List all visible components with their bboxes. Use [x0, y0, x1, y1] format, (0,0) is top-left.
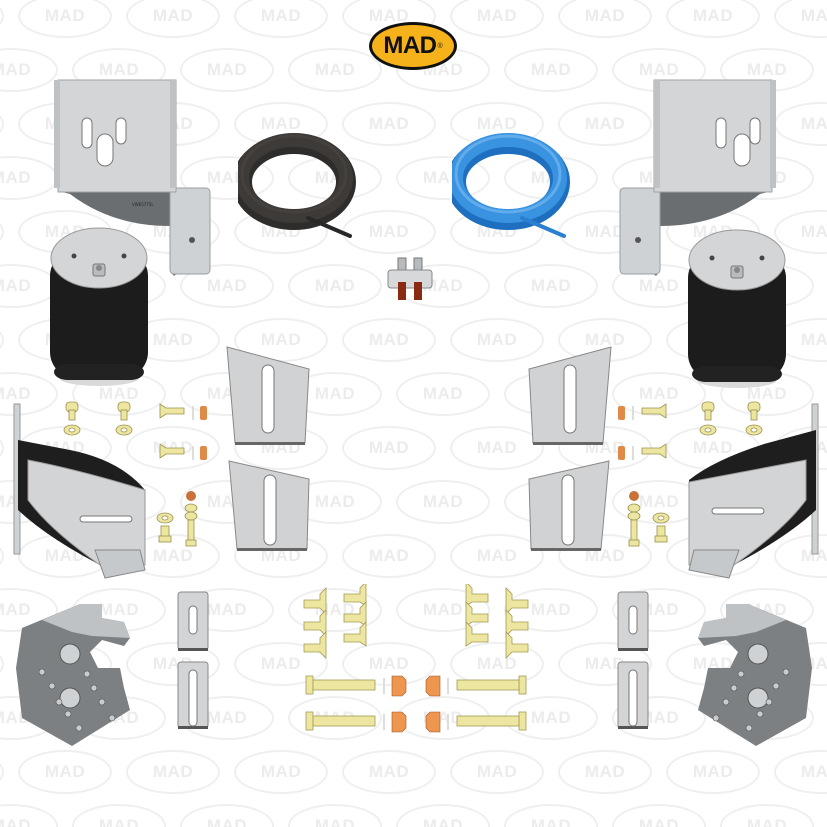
watermark-mad: MAD	[234, 750, 328, 794]
watermark-mad: MAD	[450, 318, 544, 362]
watermark-mad: MAD	[558, 642, 652, 686]
watermark-mad: MAD	[666, 750, 760, 794]
watermark-mad: MAD	[504, 48, 598, 92]
upper-bracket-left: VWE5775L	[52, 76, 212, 276]
watermark-mad: MAD	[612, 588, 706, 632]
watermark-mad: MAD	[396, 588, 490, 632]
watermark-mad: MAD	[0, 534, 4, 578]
watermark-mad: MAD	[342, 426, 436, 470]
watermark-mad: MAD	[18, 750, 112, 794]
base-plate-left	[12, 598, 132, 748]
air-spring-left	[44, 224, 154, 390]
watermark-mad: MAD	[396, 804, 490, 827]
lower-bracket-right	[684, 400, 824, 585]
watermark-mad: MAD	[234, 0, 328, 38]
watermark-mad: MAD	[126, 750, 220, 794]
watermark-mad: MAD	[72, 804, 166, 827]
spacer-plates-left	[225, 345, 315, 555]
watermark-mad: MAD	[504, 804, 598, 827]
watermark-mad: MAD	[396, 480, 490, 524]
watermark-mad: MAD	[450, 0, 544, 38]
watermark-mad: MAD	[18, 0, 112, 38]
watermark-mad: MAD	[342, 642, 436, 686]
watermark-mad: MAD	[612, 372, 706, 416]
watermark-mad: MAD	[774, 102, 827, 146]
watermark-mad: MAD	[612, 804, 706, 827]
hose-coil-blue	[452, 122, 572, 242]
watermark-mad: MAD	[450, 750, 544, 794]
watermark-mad: MAD	[288, 48, 382, 92]
watermark-mad: MAD	[0, 426, 4, 470]
watermark-mad: MAD	[0, 156, 58, 200]
watermark-mad: MAD	[558, 750, 652, 794]
watermark-mad: MAD	[0, 750, 4, 794]
registered-mark: ®	[437, 42, 443, 50]
watermark-mad: MAD	[342, 534, 436, 578]
small-plates-right	[616, 590, 656, 732]
watermark-mad: MAD	[126, 0, 220, 38]
logo-text: MAD	[383, 32, 437, 59]
mad-logo: MAD®	[369, 22, 457, 70]
watermark-mad: MAD	[666, 0, 760, 38]
watermark-mad: MAD	[396, 372, 490, 416]
watermark-mad: MAD	[0, 48, 58, 92]
svg-text:VWE5775L: VWE5775L	[132, 202, 154, 207]
watermark-mad: MAD	[0, 210, 4, 254]
watermark-mad: MAD	[504, 264, 598, 308]
watermark-mad: MAD	[774, 0, 827, 38]
watermark-mad: MAD	[450, 534, 544, 578]
watermark-mad: MAD	[234, 642, 328, 686]
air-spring-right	[682, 226, 792, 392]
watermark-mad: MAD	[720, 804, 814, 827]
watermark-mad: MAD	[180, 48, 274, 92]
watermark-mad: MAD	[342, 750, 436, 794]
watermark-mad: MAD	[0, 0, 4, 38]
lower-bracket-left	[10, 400, 150, 585]
upper-bracket-right	[618, 76, 778, 276]
small-plates-left	[176, 590, 216, 732]
watermark-mad: MAD	[288, 804, 382, 827]
watermark-mad: MAD	[774, 750, 827, 794]
watermark-mad: MAD	[450, 426, 544, 470]
watermark-mad: MAD	[504, 588, 598, 632]
hardware-set-left	[60, 400, 220, 560]
watermark-mad: MAD	[612, 696, 706, 740]
watermark-mad: MAD	[180, 156, 274, 200]
watermark-mad: MAD	[342, 102, 436, 146]
watermark-mad: MAD	[180, 264, 274, 308]
base-plate-right	[696, 598, 816, 748]
watermark-mad: MAD	[0, 102, 4, 146]
inflation-valve-block	[386, 256, 436, 306]
spacer-plates-right	[523, 345, 613, 555]
watermark-mad: MAD	[558, 102, 652, 146]
watermark-mad: MAD	[342, 318, 436, 362]
watermark-mad: MAD	[0, 804, 58, 827]
watermark-mad: MAD	[0, 642, 4, 686]
watermark-mad: MAD	[288, 264, 382, 308]
hardware-set-right	[606, 400, 766, 560]
hose-coil-black	[238, 122, 358, 242]
hardware-center	[300, 584, 532, 734]
watermark-mad: MAD	[558, 0, 652, 38]
watermark-mad: MAD	[180, 804, 274, 827]
watermark-mad: MAD	[0, 318, 4, 362]
